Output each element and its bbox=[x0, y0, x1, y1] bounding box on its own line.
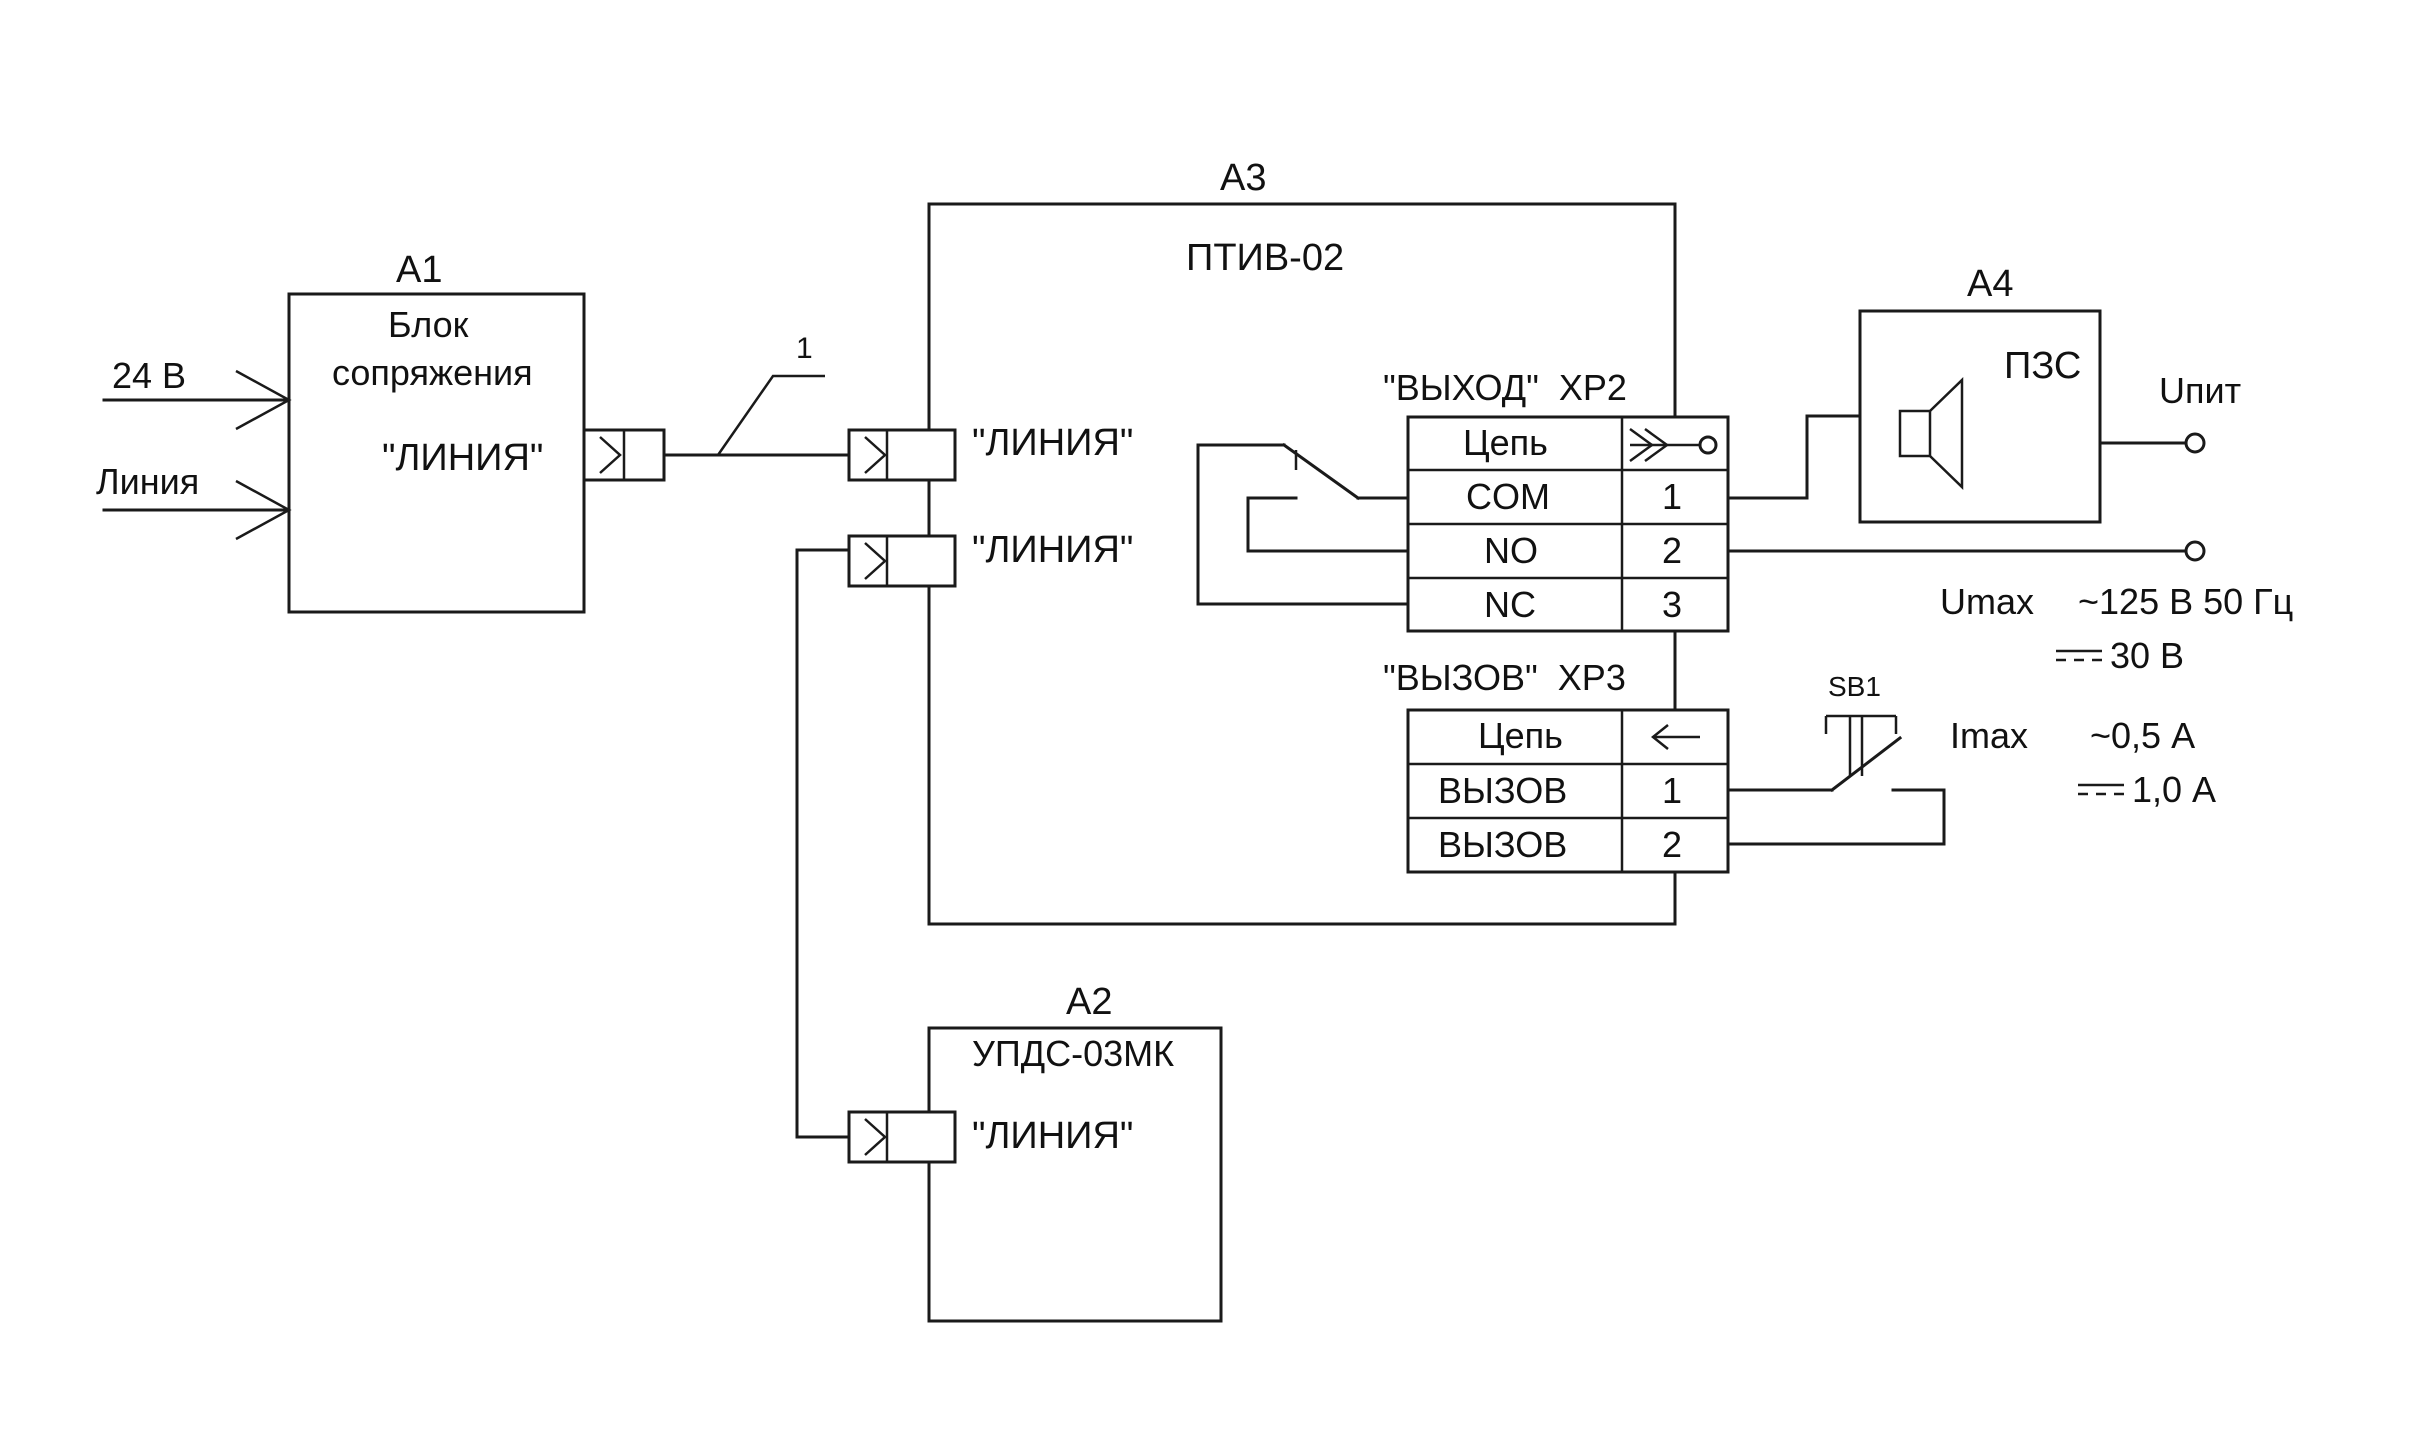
a4-designator: A4 bbox=[1967, 263, 2013, 305]
block-a2: A2 УПДС-03МК "ЛИНИЯ" bbox=[847, 981, 1223, 1323]
a4-name: ПЗС bbox=[2004, 345, 2081, 387]
input-power: 24 В bbox=[102, 355, 292, 431]
xp3-title: "ВЫЗОВ" ХР3 bbox=[1383, 657, 1626, 698]
block-a4: A4 ПЗС bbox=[1858, 263, 2102, 524]
voltage-rating: Umax ~125 В 50 Гц 30 В bbox=[1940, 581, 2293, 676]
a3-name: ПТИВ-02 bbox=[1186, 237, 1344, 279]
umax-ac: ~125 В 50 Гц bbox=[2078, 581, 2293, 622]
wire-a3-a2 bbox=[795, 548, 851, 1139]
umax-dc: 30 В bbox=[2110, 635, 2184, 676]
input-line-label: Линия bbox=[96, 461, 199, 502]
sb1-designator: SB1 bbox=[1828, 671, 1881, 702]
wire-a1-a3: 1 bbox=[662, 332, 851, 457]
relay-contacts bbox=[1196, 442, 1410, 606]
xp2-row1-circuit: COM bbox=[1466, 476, 1550, 517]
dc-symbol-icon bbox=[2056, 649, 2102, 662]
xp3-header-circuit: Цепь bbox=[1478, 715, 1563, 756]
xp2-header-circuit: Цепь bbox=[1463, 422, 1548, 463]
a2-port-label: "ЛИНИЯ" bbox=[972, 1115, 1133, 1157]
dc-symbol-icon bbox=[2078, 783, 2124, 796]
input-power-label: 24 В bbox=[112, 355, 186, 396]
imax-label: Imax bbox=[1950, 715, 2028, 756]
wire-label: 1 bbox=[796, 332, 813, 365]
xp3-row1-pin: 1 bbox=[1662, 770, 1682, 811]
a3-port2-label: "ЛИНИЯ" bbox=[972, 529, 1133, 571]
a1-name-line2: сопряжения bbox=[332, 352, 533, 393]
connector-plug-icon bbox=[1629, 427, 1718, 463]
arrow-left-icon bbox=[1650, 724, 1700, 750]
a1-line-connector bbox=[582, 428, 666, 482]
imax-ac: ~0,5 А bbox=[2090, 715, 2195, 756]
xp2-row3-pin: 3 bbox=[1662, 584, 1682, 625]
xp2-table: "ВЫХОД" ХР2 Цепь COM 1 NO 2 NC 3 bbox=[1383, 367, 1730, 633]
push-button-icon bbox=[1824, 714, 1898, 776]
a1-port-label: "ЛИНИЯ" bbox=[382, 437, 543, 479]
xp2-row2-pin: 2 bbox=[1662, 530, 1682, 571]
a2-name: УПДС-03МК bbox=[972, 1033, 1174, 1074]
arrow-right-icon bbox=[235, 369, 292, 431]
a3-port1-label: "ЛИНИЯ" bbox=[972, 422, 1133, 464]
umax-label: Umax bbox=[1940, 581, 2034, 622]
a1-designator: A1 bbox=[396, 249, 442, 291]
current-rating: Imax ~0,5 А 1,0 А bbox=[1950, 715, 2216, 810]
xp2-title: "ВЫХОД" ХР2 bbox=[1383, 367, 1627, 408]
xp2-row1-pin: 1 bbox=[1662, 476, 1682, 517]
xp2-row2-circuit: NO bbox=[1484, 530, 1538, 571]
wire-com-a4 bbox=[1726, 414, 1862, 500]
xp3-row1-circuit: ВЫЗОВ bbox=[1438, 770, 1567, 811]
button-sb1: SB1 bbox=[1726, 671, 1946, 846]
speaker-icon bbox=[1898, 377, 1964, 490]
a1-name-line1: Блок bbox=[388, 304, 469, 345]
supply-terminal-icon bbox=[2184, 540, 2206, 562]
a2-line-connector bbox=[847, 1110, 957, 1164]
block-a1: A1 Блок сопряжения "ЛИНИЯ" bbox=[287, 249, 666, 614]
a3-line-connector-1 bbox=[847, 428, 957, 482]
a3-designator: A3 bbox=[1220, 157, 1266, 199]
xp3-table: "ВЫЗОВ" ХР3 Цепь ВЫЗОВ 1 ВЫЗОВ 2 bbox=[1383, 657, 1730, 874]
a2-designator: A2 bbox=[1066, 981, 1112, 1023]
imax-dc: 1,0 А bbox=[2132, 769, 2216, 810]
supply-label: Uпит bbox=[2159, 370, 2241, 411]
supply-terminal-icon bbox=[2184, 432, 2206, 454]
arrow-right-icon bbox=[235, 479, 292, 541]
xp2-row3-circuit: NC bbox=[1484, 584, 1536, 625]
xp3-row2-pin: 2 bbox=[1662, 824, 1682, 865]
xp3-row2-circuit: ВЫЗОВ bbox=[1438, 824, 1567, 865]
a3-line-connector-2 bbox=[847, 534, 957, 588]
input-line: Линия bbox=[96, 461, 292, 541]
